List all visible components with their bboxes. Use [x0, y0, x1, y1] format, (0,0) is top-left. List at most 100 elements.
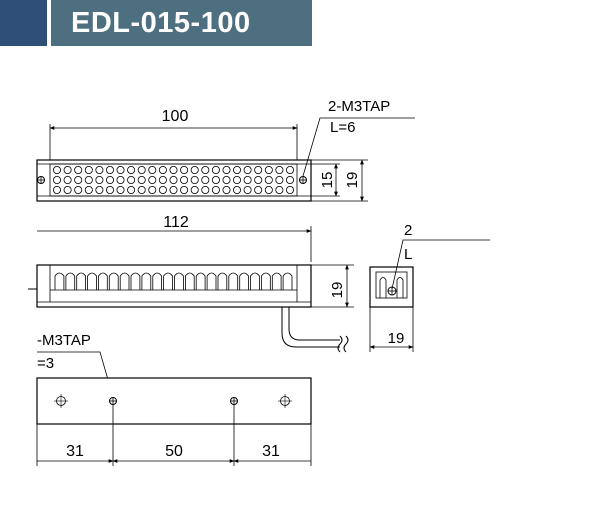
led-dot: [190, 165, 199, 174]
led-dot: [63, 175, 72, 184]
fin: [228, 272, 239, 290]
length-label: 112: [163, 214, 189, 231]
led-dot: [211, 165, 220, 174]
tap-leader: [302, 117, 415, 177]
led-dot: [53, 185, 62, 194]
led-dot: [137, 185, 146, 194]
led-dot: [169, 185, 178, 194]
title-accent: [0, 0, 47, 46]
fin: [217, 272, 228, 290]
led-dot: [232, 175, 241, 184]
end-label-second: L: [404, 246, 412, 263]
led-dot: [95, 175, 104, 184]
led-dot: [127, 175, 136, 184]
led-dot: [222, 165, 231, 174]
side-view: 112 19: [28, 214, 354, 353]
fin: [87, 272, 97, 290]
fin: [185, 272, 195, 290]
led-dot: [74, 165, 83, 174]
led-dot: [148, 185, 157, 194]
tap-icon-left: [109, 397, 117, 405]
led-dot: [232, 165, 241, 174]
fin: [141, 272, 152, 290]
fin: [130, 272, 141, 290]
led-dot: [127, 185, 136, 194]
led-dot: [222, 185, 231, 194]
fin: [65, 272, 76, 290]
led-dot: [106, 175, 115, 184]
led-dot: [264, 175, 273, 184]
led-dot: [74, 185, 83, 194]
led-dot: [106, 165, 115, 174]
led-dot: [285, 175, 294, 184]
tap-icon-right: [230, 397, 238, 405]
hole-icon-right: [278, 394, 292, 408]
led-dot: [127, 165, 136, 174]
led-dot: [169, 175, 178, 184]
tap-label: 2-M3TAP: [328, 98, 390, 115]
model-title: EDL-015-100: [51, 0, 312, 46]
fin: [98, 272, 108, 290]
right-screw-icon: [299, 176, 307, 184]
cable-outer: [281, 307, 340, 348]
led-dot: [264, 185, 273, 194]
led-dot: [232, 185, 241, 194]
led-dot: [201, 165, 210, 174]
led-dot: [158, 175, 167, 184]
led-dot: [137, 175, 146, 184]
led-dot: [201, 185, 210, 194]
dim-right-label: 31: [262, 443, 280, 460]
inner-height-label: 15: [319, 172, 336, 189]
fin: [54, 272, 65, 290]
led-dot: [95, 185, 104, 194]
fin: [108, 272, 119, 290]
outer-height-label: 19: [344, 172, 361, 189]
led-dot: [63, 165, 72, 174]
left-screw-icon: [37, 176, 45, 184]
hole-icon-left: [54, 394, 68, 408]
led-dot: [137, 165, 146, 174]
led-window: [49, 163, 298, 197]
fin: [163, 272, 173, 290]
led-dot: [180, 185, 189, 194]
title-block: EDL-015-100: [0, 0, 312, 46]
led-dot: [243, 185, 252, 194]
bottom-body: [36, 377, 312, 425]
led-dot: [254, 185, 263, 194]
width-label: 100: [162, 108, 189, 125]
end-view: 2 L 19: [369, 222, 490, 352]
led-dot: [190, 175, 199, 184]
fin: [76, 272, 86, 290]
led-dot: [211, 175, 220, 184]
led-dot: [285, 165, 294, 174]
led-dot: [264, 165, 273, 174]
tap-depth-label: L=6: [330, 119, 355, 136]
led-dot: [275, 175, 284, 184]
bottom-tap-depth-label: =3: [37, 355, 54, 372]
led-dot: [285, 185, 294, 194]
fin: [239, 272, 249, 290]
led-dot: [84, 185, 93, 194]
front-view: 100 2-M3TAP L=6 15 19: [36, 98, 415, 202]
end-tap-leader: [391, 239, 490, 290]
led-dot: [158, 185, 167, 194]
led-dot: [190, 185, 199, 194]
fin: [250, 272, 260, 290]
led-dot: [275, 185, 284, 194]
led-dot: [254, 165, 263, 174]
led-dot: [84, 175, 93, 184]
side-height-label: 19: [329, 282, 346, 299]
led-dot: [53, 175, 62, 184]
led-dot: [148, 165, 157, 174]
end-label-top: 2: [404, 222, 412, 239]
dim-left-label: 31: [66, 443, 84, 460]
led-dot: [211, 185, 220, 194]
fin: [195, 272, 206, 290]
led-dot: [275, 165, 284, 174]
led-dot: [158, 165, 167, 174]
side-body: [36, 264, 312, 308]
bottom-view: -M3TAP =3: [36, 332, 312, 466]
led-dot: [53, 165, 62, 174]
led-dot: [116, 165, 125, 174]
